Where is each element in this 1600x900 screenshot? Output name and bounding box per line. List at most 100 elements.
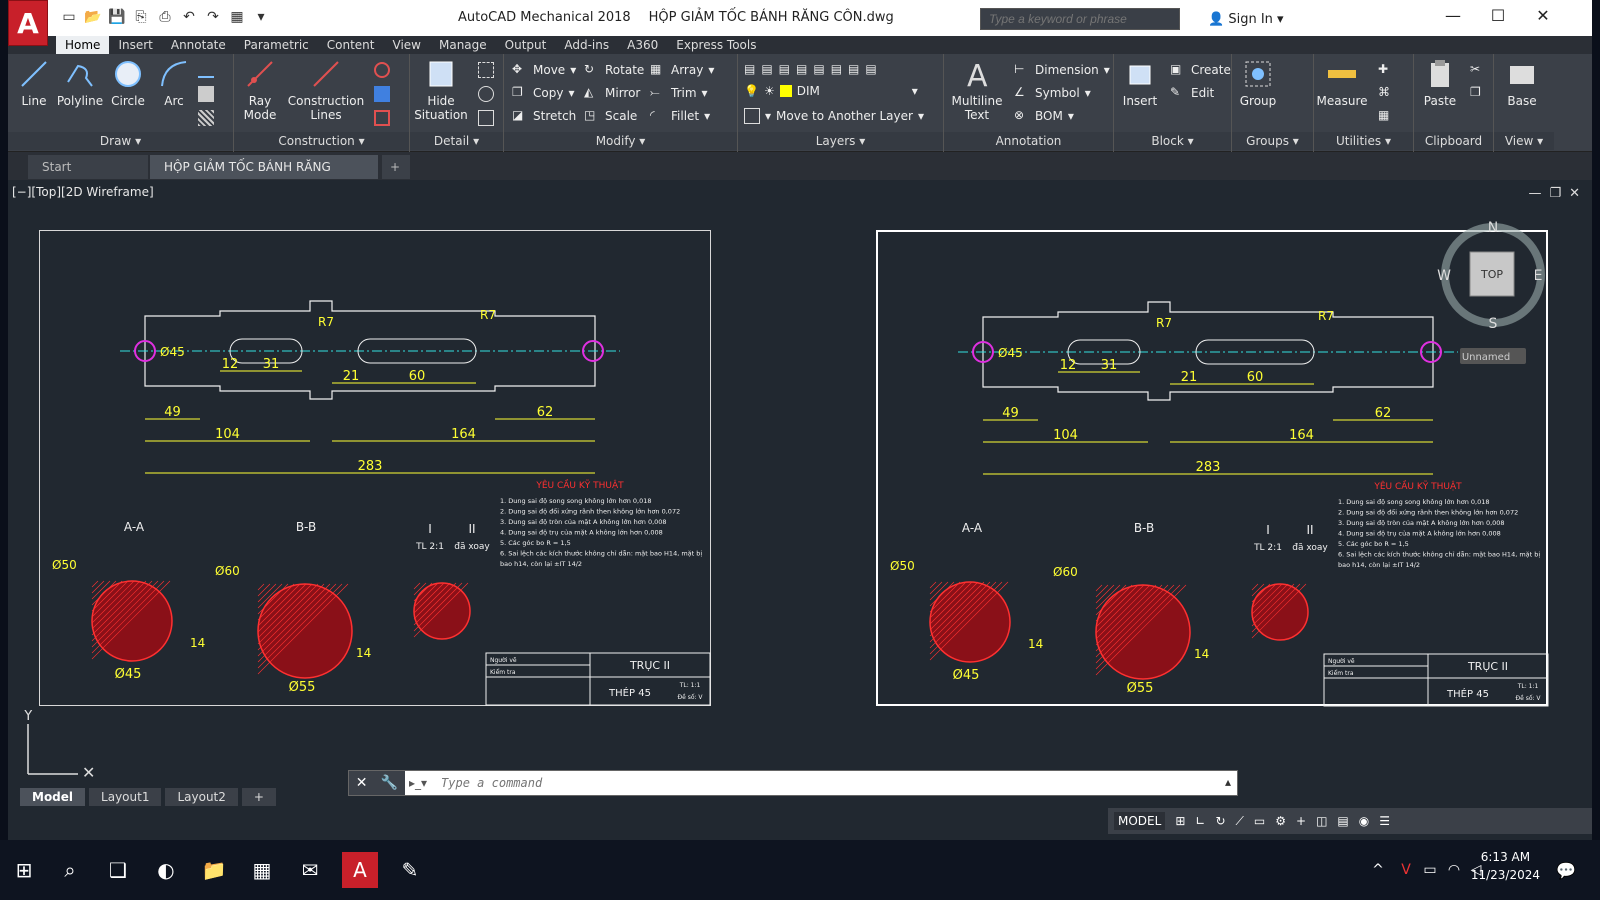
store-icon[interactable]: ▦ <box>252 858 272 882</box>
stretch-button[interactable]: ◪Stretch <box>512 108 576 124</box>
tab-a360[interactable]: A360 <box>627 38 659 52</box>
tab-output[interactable]: Output <box>504 38 547 52</box>
system-clock[interactable]: 6:13 AM 11/23/2024 <box>1471 848 1540 884</box>
workspace-icon[interactable]: ▦ <box>230 9 244 25</box>
volume-icon[interactable]: ◁ <box>1470 862 1482 878</box>
mirror-button[interactable]: ◭Mirror <box>584 85 640 101</box>
clipboard-panel-title[interactable]: Clipboard <box>1414 132 1493 150</box>
construction-panel-title[interactable]: Construction ▾ <box>234 132 409 150</box>
move-to-layer-button[interactable]: ▾ Move to Another Layer ▾ <box>744 108 924 124</box>
hide-situation-button[interactable]: Hide Situation <box>412 58 470 122</box>
wifi-icon[interactable]: ◠ <box>1447 862 1461 878</box>
draw-more-2[interactable] <box>198 86 214 102</box>
layout-tab-layout2[interactable]: Layout2 <box>165 788 238 806</box>
viewport-close-icon[interactable]: ✕ <box>1569 186 1580 201</box>
base-view-button[interactable]: Base <box>1496 58 1548 108</box>
array-button[interactable]: ▦Array ▾ <box>650 62 715 77</box>
copy-button[interactable]: ❐Copy ▾ <box>512 85 575 100</box>
search-icon[interactable]: ⌕ <box>64 858 76 882</box>
task-view-icon[interactable]: ❑ <box>109 858 127 882</box>
print-icon[interactable]: ⎙ <box>159 9 171 25</box>
construction-more-1[interactable] <box>374 62 390 78</box>
save-icon[interactable]: 💾 <box>108 9 126 25</box>
grid-icon[interactable]: ⊞ <box>1175 814 1186 828</box>
osnap-icon[interactable]: ▭ <box>1253 814 1266 828</box>
rotate-button[interactable]: ↻Rotate <box>584 62 644 78</box>
new-file-icon[interactable]: ▭ <box>62 9 76 25</box>
compass-w[interactable]: W <box>1437 268 1451 284</box>
compass-s[interactable]: S <box>1489 316 1498 332</box>
group-button[interactable]: Group <box>1232 58 1284 108</box>
outlook-icon[interactable]: ✉ <box>301 858 319 882</box>
copy-clip-button[interactable]: ❐ <box>1470 85 1486 101</box>
battery-icon[interactable]: ▭ <box>1423 862 1437 878</box>
compass-e[interactable]: E <box>1534 268 1543 284</box>
ortho-icon[interactable]: ↻ <box>1215 814 1226 828</box>
isolate-icon[interactable]: ◫ <box>1316 814 1328 828</box>
polar-icon[interactable]: ⟋ <box>1235 813 1244 828</box>
tab-parametric[interactable]: Parametric <box>243 38 309 52</box>
command-prompt-icon[interactable]: ▸_▾ <box>409 776 428 790</box>
layout-tab-add[interactable]: + <box>241 788 276 806</box>
view-panel-title[interactable]: View ▾ <box>1494 132 1554 150</box>
new-tab-button[interactable]: + <box>382 155 410 179</box>
utilities-more-3[interactable]: ▦ <box>1378 108 1394 124</box>
open-file-icon[interactable]: 📂 <box>84 9 102 25</box>
save-as-icon[interactable]: ⎘ <box>135 9 147 25</box>
gear-icon[interactable]: ⚙ <box>1275 814 1287 828</box>
detail-more-2[interactable] <box>478 86 494 102</box>
command-history-icon[interactable]: ▴ <box>1224 775 1231 789</box>
layout-tab-layout1[interactable]: Layout1 <box>89 788 162 806</box>
tab-insert[interactable]: Insert <box>118 38 153 52</box>
polyline-button[interactable]: Polyline <box>54 58 106 108</box>
create-block-button[interactable]: ▣Create <box>1170 62 1231 78</box>
block-panel-title[interactable]: Block ▾ <box>1114 132 1231 150</box>
properties-icon[interactable]: ▤ <box>1337 814 1349 828</box>
start-tab[interactable]: Start <box>28 155 148 179</box>
construction-lines-button[interactable]: Construction Lines <box>286 58 366 122</box>
viewcube-top[interactable]: TOP <box>1480 268 1503 281</box>
tab-manage[interactable]: Manage <box>438 38 487 52</box>
file-explorer-icon[interactable]: 📁 <box>201 858 227 882</box>
drawing-tab[interactable]: HỘP GIẢM TỐC BÁNH RĂNG CÔN* ✕ <box>150 155 378 198</box>
layers-panel-title[interactable]: Layers ▾ <box>738 132 943 150</box>
groups-panel-title[interactable]: Groups ▾ <box>1232 132 1313 150</box>
viewport-restore-icon[interactable]: ❐ <box>1549 186 1562 201</box>
viewport-minimize-icon[interactable]: — <box>1528 186 1542 201</box>
annotation-panel-title[interactable]: Annotation <box>944 132 1113 150</box>
ucs-menu[interactable]: Unnamed <box>1462 352 1510 363</box>
paste-button[interactable]: Paste <box>1414 58 1466 108</box>
utilities-more-2[interactable]: ⌘ <box>1378 85 1394 101</box>
customize-status-icon[interactable]: ☰ <box>1379 814 1391 828</box>
line-button[interactable]: Line <box>8 58 60 108</box>
draw-more-3[interactable] <box>198 110 214 126</box>
circle-button[interactable]: Circle <box>102 58 154 108</box>
edge-icon[interactable]: ◐ <box>157 858 175 882</box>
construction-more-2[interactable] <box>374 86 390 102</box>
command-input[interactable] <box>431 771 1219 795</box>
layout-tab-model[interactable]: Model <box>20 788 86 806</box>
draw-panel-title[interactable]: Draw ▾ <box>8 132 233 150</box>
windows-start-icon[interactable]: ⊞ <box>15 858 33 882</box>
autocad-taskbar-icon[interactable]: A <box>342 852 378 888</box>
cut-button[interactable]: ✂ <box>1470 62 1486 78</box>
undo-icon[interactable]: ↶ <box>183 9 195 25</box>
insert-block-button[interactable]: Insert <box>1114 58 1166 108</box>
fillet-button[interactable]: ◜Fillet ▾ <box>650 108 711 123</box>
symbol-button[interactable]: ∠Symbol ▾ <box>1014 85 1091 100</box>
tab-add-ins[interactable]: Add-ins <box>564 38 610 52</box>
notifications-icon[interactable]: 💬 <box>1556 860 1576 880</box>
tray-app-icon[interactable]: V <box>1401 862 1411 878</box>
paint-icon[interactable]: ✎ <box>401 858 419 882</box>
utilities-panel-title[interactable]: Utilities ▾ <box>1314 132 1413 150</box>
tab-view[interactable]: View <box>392 38 421 52</box>
redo-icon[interactable]: ↷ <box>207 9 219 25</box>
customize-command-icon[interactable]: 🔧 <box>380 775 399 791</box>
customize-qat-icon[interactable]: ▾ <box>257 9 265 25</box>
app-logo-button[interactable]: A <box>8 0 48 46</box>
scale-button[interactable]: ◳Scale <box>584 108 637 124</box>
snap-icon[interactable]: ∟ <box>1195 814 1206 828</box>
